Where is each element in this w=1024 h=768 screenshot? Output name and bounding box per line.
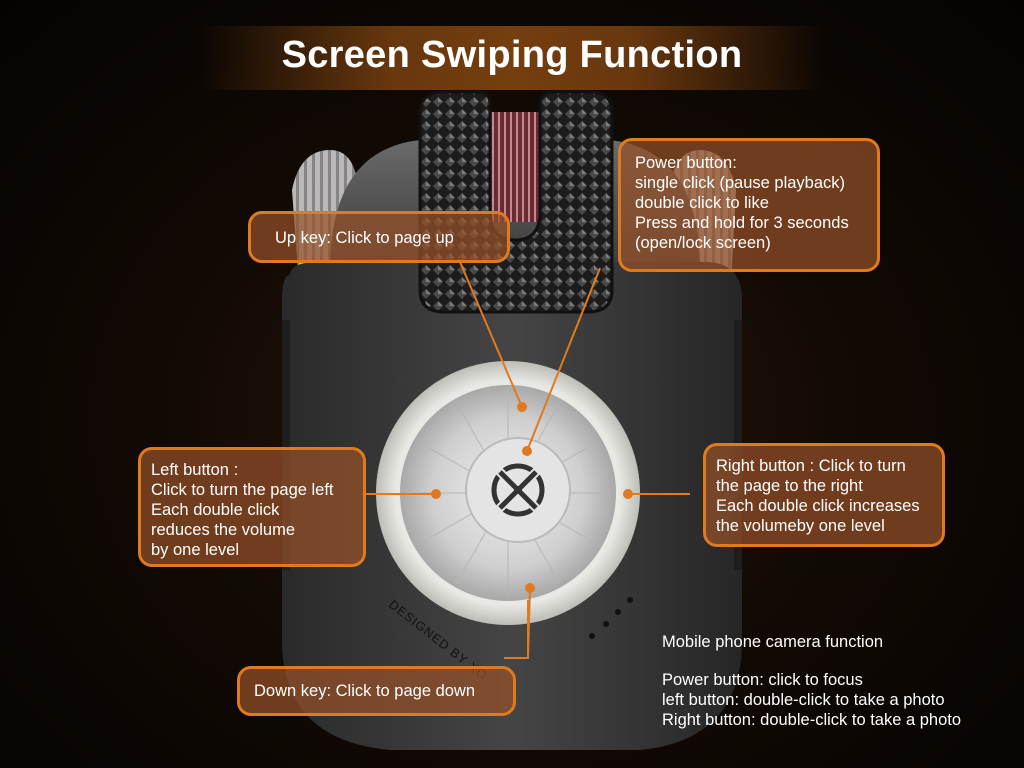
scroll-wheel	[478, 112, 550, 222]
camera-line: left button: double-click to take a phot…	[662, 691, 945, 709]
callout-power-button: Power button: single click (pause playba…	[618, 138, 880, 272]
camera-function-text: Mobile phone camera function Power butto…	[662, 632, 961, 730]
callout-left-button: Left button : Click to turn the page lef…	[138, 447, 366, 567]
callout-up-key: Up key: Click to page up	[248, 211, 510, 263]
camera-line: Right button: double-click to take a pho…	[662, 711, 962, 729]
page-title: Screen Swiping Function	[281, 34, 743, 76]
xo-logo-icon	[490, 462, 546, 518]
callout-connectors	[362, 261, 690, 659]
callout-dots	[431, 402, 633, 593]
title-banner	[200, 26, 824, 90]
callout-down-key: Down key: Click to page down	[237, 666, 516, 716]
callout-right-button: Right button : Click to turn the page to…	[703, 443, 945, 547]
camera-heading: Mobile phone camera function	[662, 633, 884, 651]
camera-line: Power button: click to focus	[662, 671, 863, 689]
